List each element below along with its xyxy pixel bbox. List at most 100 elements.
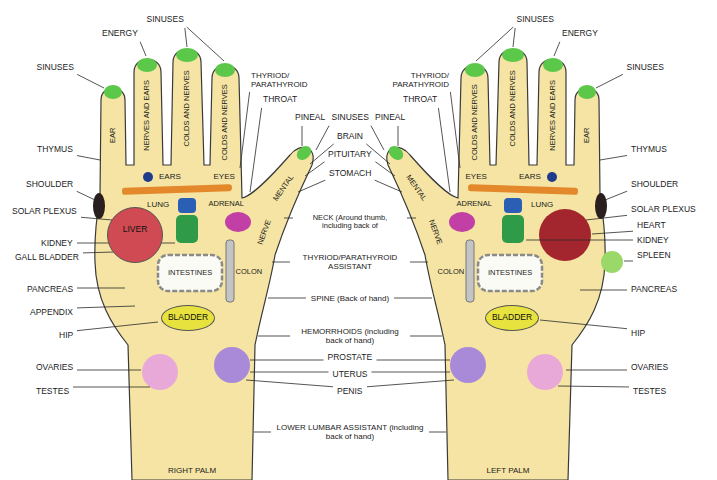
reflex-point-label: PINEAL [374, 113, 406, 123]
reflex-point-label: SHOULDER [25, 180, 74, 190]
prostate-zone [214, 347, 250, 383]
reflex-point-label: KIDNEY [636, 236, 670, 246]
reflex-point-label: PROSTATE [327, 353, 374, 363]
reflex-point-label: LUNG [146, 200, 170, 209]
reflex-point-label: SPINE (Back of hand) [309, 294, 391, 303]
reflex-point-label: UTERUS [332, 370, 369, 380]
leader-line [268, 298, 306, 299]
leader-line [407, 218, 416, 219]
leader-line [398, 126, 399, 146]
leader-line [250, 372, 329, 373]
leader-line [605, 191, 627, 200]
reflex-point-label: APPENDIX [29, 308, 74, 318]
leader-line [596, 74, 623, 88]
reflex-point-label: SHOULDER [630, 180, 679, 190]
leader-line [586, 215, 627, 220]
reflex-point-label: THROAT [262, 95, 298, 105]
reflex-point-label: PANCREAS [630, 285, 678, 295]
reflex-point-label: THYRIOD/ PARATHYROID [250, 71, 316, 89]
finger-zone-label: NERVES AND EARS [549, 78, 558, 151]
spleen-zone [601, 251, 623, 273]
heart-zone [539, 209, 591, 261]
reflex-point-label: EARS [158, 172, 182, 181]
reflex-point-label: PENIS [336, 387, 364, 397]
leader-line [624, 261, 633, 262]
uterus-zone [450, 347, 486, 383]
leader-line [250, 360, 324, 361]
reflex-point-label: OVARIES [35, 363, 74, 373]
leader-line [81, 217, 112, 220]
ovary-zone [527, 354, 563, 390]
reflex-point-label: HEMORRHOIDS (including back of hand) [293, 327, 407, 345]
reflex-point-label: SINUSES [626, 63, 665, 73]
reflex-point-label: SOLAR PLEXUS [11, 207, 78, 217]
leader-line [566, 370, 627, 371]
reflex-point-label: THYRIOD/ PARATHYROID [384, 71, 450, 89]
leader-line [254, 432, 271, 433]
finger-zone-label: COLDS AND NERVES [221, 83, 230, 161]
zone-name: LIVER [123, 225, 148, 235]
leader-line [600, 155, 627, 160]
leader-line [77, 322, 158, 331]
reflex-point-label: COLON [437, 268, 466, 277]
leader-line [246, 380, 333, 387]
reflex-point-label: INTESTINES [167, 269, 213, 278]
leader-line [77, 288, 125, 289]
leader-line [372, 372, 451, 373]
bladder-zone: BLADDER [161, 305, 215, 331]
leader-line [410, 262, 428, 263]
leader-line [367, 380, 454, 387]
leader-line [375, 180, 402, 192]
leader-line [558, 386, 629, 388]
leader-line [438, 108, 450, 192]
leader-line [302, 126, 303, 146]
reflex-point-label: THYMUS [630, 145, 668, 155]
reflex-point-label: ENERGY [561, 29, 599, 39]
finger-zone-label: COLDS AND NERVES [471, 83, 480, 161]
leader-line [580, 290, 627, 291]
leader-line [240, 92, 250, 168]
leader-line [305, 162, 325, 176]
reflex-point-label: PINEAL [294, 113, 326, 123]
reflex-point-label: SINUSES [146, 15, 185, 25]
leader-line [77, 156, 100, 160]
reflex-point-label: ADRENAL [456, 200, 493, 209]
leader-line [554, 42, 560, 56]
leader-line [77, 370, 141, 371]
reflex-point-label: INTESTINES [487, 269, 533, 278]
reflex-point-label: EARS [518, 172, 542, 181]
leader-line [375, 162, 395, 176]
reflex-point-label: GALL BLADDER [14, 253, 80, 263]
leader-line [394, 298, 432, 299]
reflex-point-label: NECK (Around thumb, including back of [296, 214, 404, 231]
reflex-point-label: STOMACH [328, 169, 372, 179]
leader-line [284, 218, 293, 219]
reflex-point-label: HEART [636, 221, 667, 231]
leader-line [83, 252, 114, 254]
leader-line [140, 42, 146, 56]
leader-line [377, 360, 451, 361]
reflex-point-label: THYRIOD/PARATHYROID ASSISTANT [293, 253, 407, 271]
ovary-zone [142, 354, 178, 390]
reflex-point-label: TESTES [35, 387, 70, 397]
reflex-point-label: PANCREAS [26, 285, 74, 295]
leader-line [187, 27, 224, 61]
reflex-point-label: OVARIES [630, 363, 669, 373]
reflex-point-label: TESTES [632, 387, 667, 397]
reflex-point-label: LOWER LUMBAR ASSISTANT (including back o… [274, 423, 426, 441]
reflex-point-label: SINUSES [331, 113, 370, 123]
reflex-point-label: KIDNEY [40, 239, 74, 249]
bladder-zone: BLADDER [485, 305, 539, 331]
leader-line [258, 336, 290, 337]
leader-line [592, 231, 633, 234]
reflex-point-label: EYES [465, 172, 488, 181]
reflex-point-label: THYMUS [36, 145, 74, 155]
right-palm [93, 48, 314, 480]
reflex-point-label: SINUSES [36, 63, 75, 73]
palm-caption: RIGHT PALM [167, 466, 217, 475]
reflex-point-label: SOLAR PLEXUS [630, 205, 697, 215]
leader-line [410, 336, 442, 337]
zone-name: BLADDER [168, 313, 208, 323]
leader-line [298, 180, 325, 192]
